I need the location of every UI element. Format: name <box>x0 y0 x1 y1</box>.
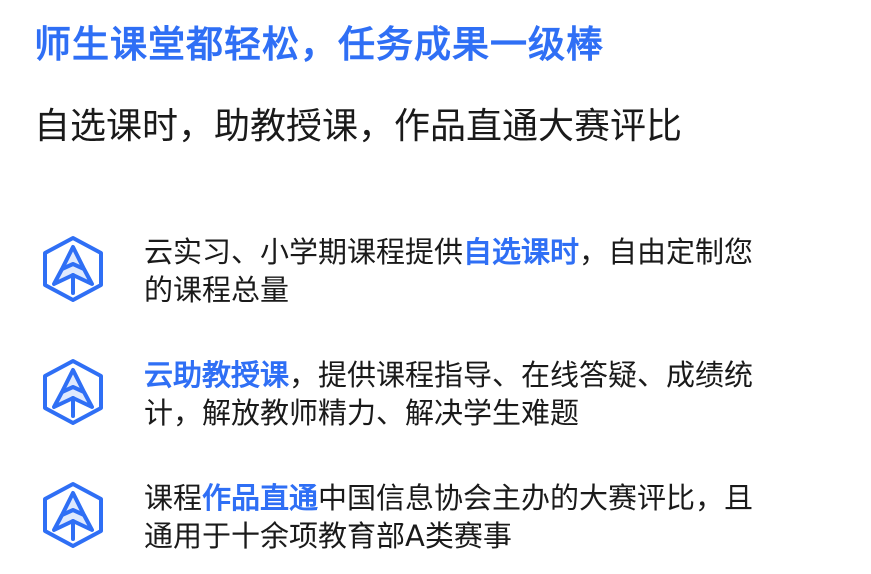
feature-highlight: 自选课时 <box>463 235 580 269</box>
feature-description: 云助教授课，提供课程指导、在线答疑、成绩统 计，解放教师精力、解决学生难题 <box>144 356 844 432</box>
feature-text-after: 中国信息协会主办的大赛评比，且 <box>318 481 754 515</box>
feature-highlight: 云助教授课 <box>144 358 290 392</box>
cube-icon <box>43 236 103 302</box>
feature-description: 课程作品直通中国信息协会主办的大赛评比，且 通用于十余项教育部A类赛事 <box>144 479 844 555</box>
subheadline: 自选课时，助教授课，作品直通大赛评比 <box>34 106 683 147</box>
feature-description: 云实习、小学期课程提供自选课时，自由定制您 的课程总量 <box>144 233 844 309</box>
feature-item-custom-hours: 云实习、小学期课程提供自选课时，自由定制您 的课程总量 <box>40 233 840 313</box>
feature-highlight: 作品直通 <box>202 481 319 515</box>
feature-text-before: 云实习、小学期课程提供 <box>144 235 464 269</box>
feature-text-line2: 的课程总量 <box>144 273 290 307</box>
feature-item-works-direct: 课程作品直通中国信息协会主办的大赛评比，且 通用于十余项教育部A类赛事 <box>40 479 840 559</box>
headline: 师生课堂都轻松，任务成果一级棒 <box>34 23 604 66</box>
feature-text-line2: 计，解放教师精力、解决学生难题 <box>144 396 580 430</box>
feature-text-line2: 通用于十余项教育部A类赛事 <box>144 519 512 553</box>
feature-item-assistant-teaching: 云助教授课，提供课程指导、在线答疑、成绩统 计，解放教师精力、解决学生难题 <box>40 356 840 436</box>
feature-text-before: 课程 <box>144 481 203 515</box>
feature-text-after: ，自由定制您 <box>579 235 754 269</box>
cube-icon <box>43 359 103 425</box>
feature-text-after: ，提供课程指导、在线答疑、成绩统 <box>289 358 754 392</box>
cube-icon <box>43 482 103 548</box>
